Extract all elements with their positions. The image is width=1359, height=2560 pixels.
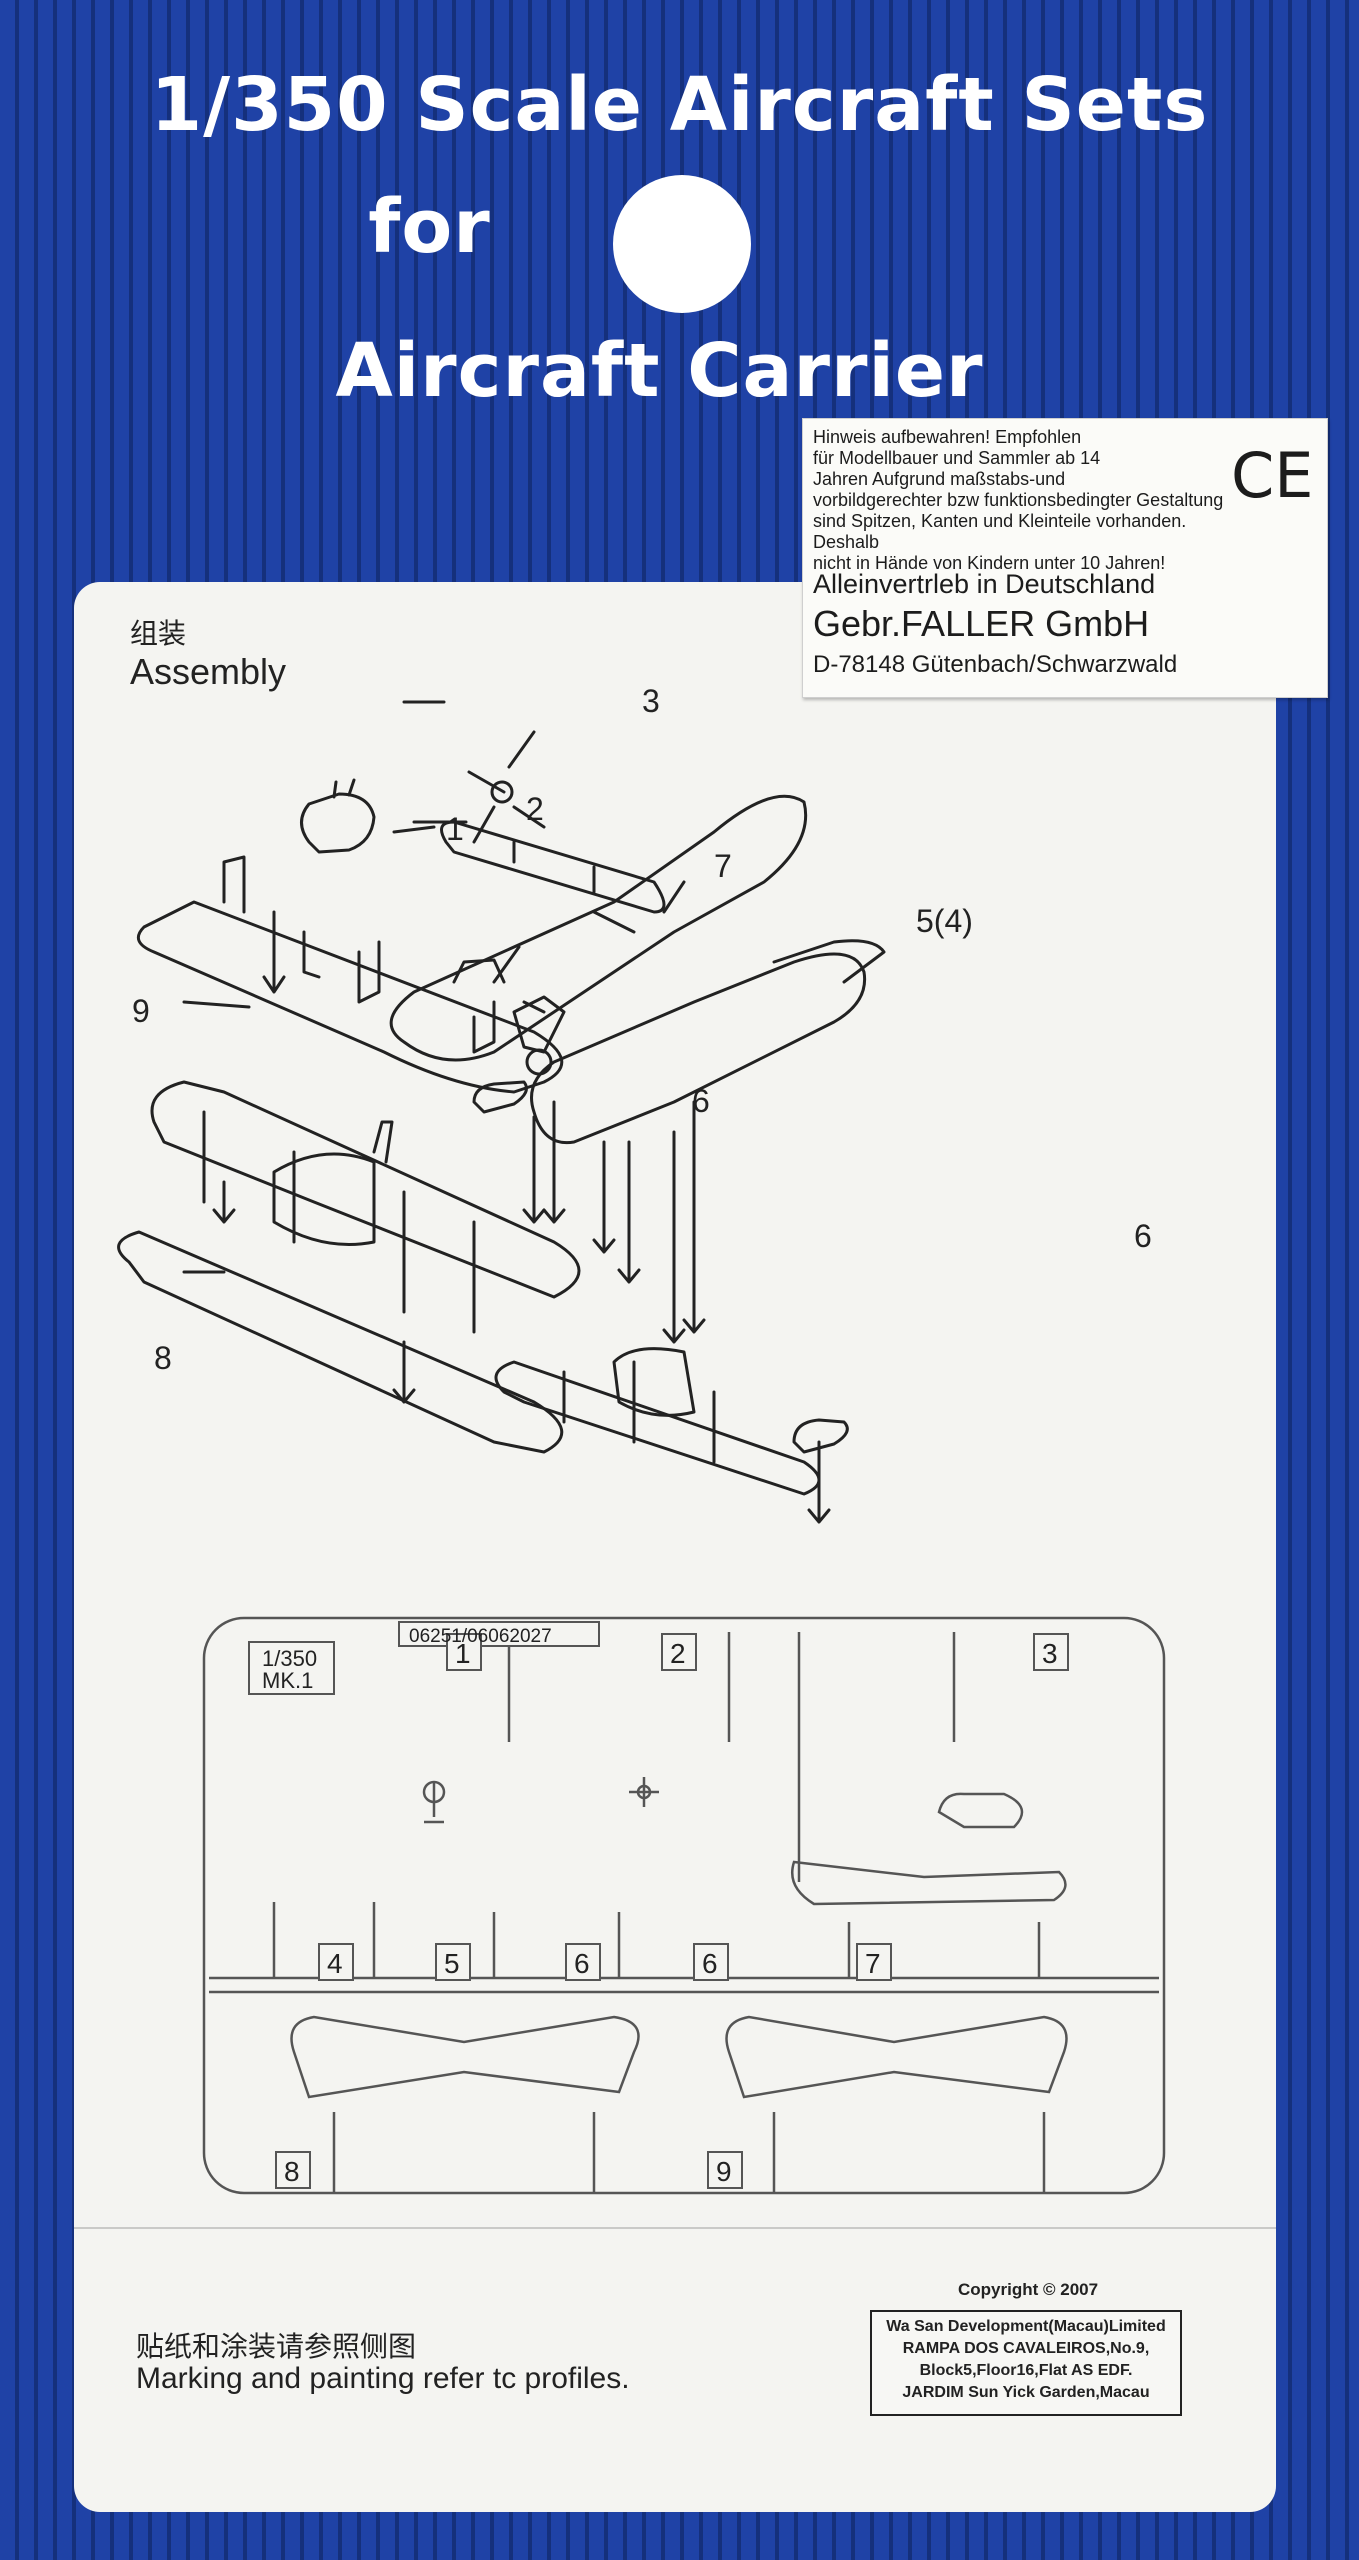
part-6-float-a bbox=[472, 1080, 528, 1114]
part-2-propeller bbox=[467, 730, 546, 844]
part-1-engine bbox=[300, 792, 376, 854]
copyright-text: Copyright © 2007 bbox=[958, 2280, 1099, 2299]
part-3-tail bbox=[440, 820, 666, 914]
sprue-num-9: 9 bbox=[716, 2156, 732, 2187]
company-address: D-78148 Gütenbach/Schwarzwald bbox=[813, 651, 1178, 678]
sprue-part-9 bbox=[725, 2015, 1068, 2099]
callout-3: 3 bbox=[642, 683, 660, 719]
manufacturer-box: Wa San Development(Macau)Limited RAMPA D… bbox=[870, 2310, 1182, 2416]
title-line-3: Aircraft Carrier bbox=[335, 328, 984, 414]
callout-9: 9 bbox=[132, 993, 150, 1029]
callout-1: 1 bbox=[446, 811, 464, 847]
sprue-num-7: 7 bbox=[865, 1948, 881, 1979]
marking-note-en: Marking and painting refer tc profiles. bbox=[136, 2362, 630, 2395]
ce-mark: CE bbox=[1231, 439, 1314, 512]
title-line-2: for bbox=[368, 184, 491, 270]
assembled-seaplane bbox=[530, 952, 867, 1145]
sprue-num-5: 5 bbox=[444, 1948, 460, 1979]
sprue-num-6a: 6 bbox=[574, 1948, 590, 1979]
sprue-scale: 1/350 bbox=[262, 1646, 317, 1671]
sprue-code: 06251/06062027 bbox=[409, 1626, 552, 1647]
sprue-num-2: 2 bbox=[670, 1638, 686, 1669]
part-8-upper-wing bbox=[150, 1080, 581, 1299]
warning-text: Hinweis aufbewahren! Empfohlen für Model… bbox=[813, 427, 1224, 573]
assembly-title-en: Assembly bbox=[130, 651, 287, 692]
sprue-part-7 bbox=[791, 1860, 1067, 1906]
instruction-card bbox=[74, 582, 1276, 2512]
assembly-title-cn: 组装 bbox=[130, 617, 187, 650]
sprue-num-8: 8 bbox=[284, 2156, 300, 2187]
callout-2: 2 bbox=[526, 791, 544, 827]
callout-5: 5(4) bbox=[916, 903, 973, 939]
part-7-fuselage bbox=[389, 794, 808, 1062]
company-name: Gebr.FALLER GmbH bbox=[813, 603, 1150, 644]
distribution-text: Alleinvertrleb in Deutschland bbox=[813, 569, 1156, 599]
importer-sticker: Hinweis aufbewahren! Empfohlen für Model… bbox=[802, 418, 1328, 698]
hang-hole bbox=[613, 175, 751, 313]
callout-7: 7 bbox=[714, 848, 732, 884]
sprue-num-6b: 6 bbox=[702, 1948, 718, 1979]
title-line-1: 1/350 Scale Aircraft Sets bbox=[150, 62, 1209, 148]
sprue-num-3: 3 bbox=[1042, 1638, 1058, 1669]
part-6-float-b bbox=[792, 1418, 849, 1454]
callout-8: 8 bbox=[154, 1340, 172, 1376]
marking-note-cn: 贴纸和涂装请参照侧图 bbox=[136, 2330, 417, 2363]
sprue-num-1: 1 bbox=[455, 1638, 471, 1669]
part-5-strut bbox=[512, 995, 566, 1054]
sprue-part-8 bbox=[290, 2015, 640, 2099]
sprue-frame bbox=[202, 1616, 1166, 2195]
callout-6a: 6 bbox=[692, 1083, 710, 1119]
sprue-num-4: 4 bbox=[327, 1948, 343, 1979]
callout-6b: 6 bbox=[1134, 1218, 1152, 1254]
sprue-mark: MK.1 bbox=[262, 1668, 313, 1693]
part-9-lower-wing bbox=[136, 900, 564, 1094]
assembly-diagram: 1 2 3 5(4) 6 6 7 8 9 06251/06062027 bbox=[74, 683, 1276, 2229]
